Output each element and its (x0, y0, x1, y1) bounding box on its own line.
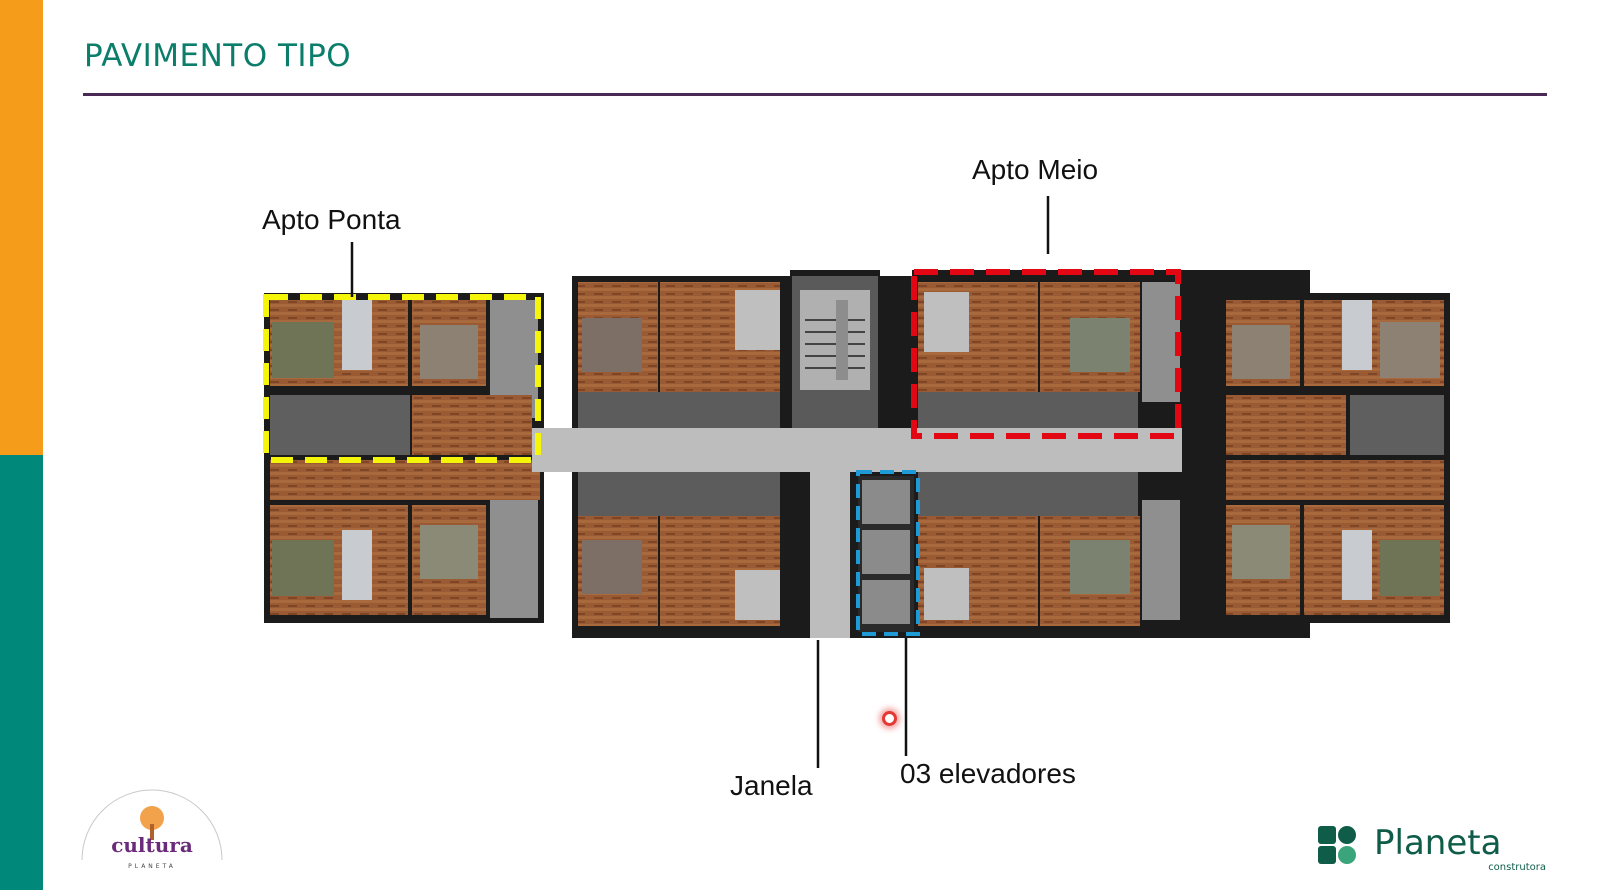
tree-icon (140, 806, 164, 830)
slide-title: PAVIMENTO TIPO (84, 38, 352, 74)
title-divider (83, 93, 1547, 96)
apto-ponta-outline (263, 294, 541, 463)
elevator-shafts (858, 476, 914, 632)
planeta-wordmark: Planeta (1374, 823, 1501, 863)
right-wing (1226, 300, 1444, 615)
corridor (532, 428, 1182, 638)
planeta-sub: construtora (1488, 862, 1546, 873)
center-left-block (578, 282, 780, 626)
cultura-sub: PLANETA (128, 863, 176, 870)
pointer-cursor (882, 711, 897, 726)
cultura-wordmark: cultura (111, 833, 193, 857)
center-right-block (918, 282, 1180, 626)
apto-ponta-label: Apto Ponta (262, 204, 401, 235)
janela-label: Janela (730, 770, 813, 801)
planeta-logo: Planeta construtora (1318, 823, 1546, 873)
apto-meio-outline (911, 269, 1181, 439)
planeta-mark-icon (1318, 826, 1356, 864)
elevadores-outline (856, 470, 920, 636)
left-accent-bar-teal (0, 455, 43, 890)
left-accent-bar-orange (0, 0, 43, 455)
stair-core (792, 276, 878, 436)
apto-meio-label: Apto Meio (972, 154, 1099, 185)
cultura-planeta-logo: cultura PLANETA (81, 789, 223, 870)
elevadores-label: 03 elevadores (900, 758, 1076, 789)
left-wing (270, 300, 540, 618)
